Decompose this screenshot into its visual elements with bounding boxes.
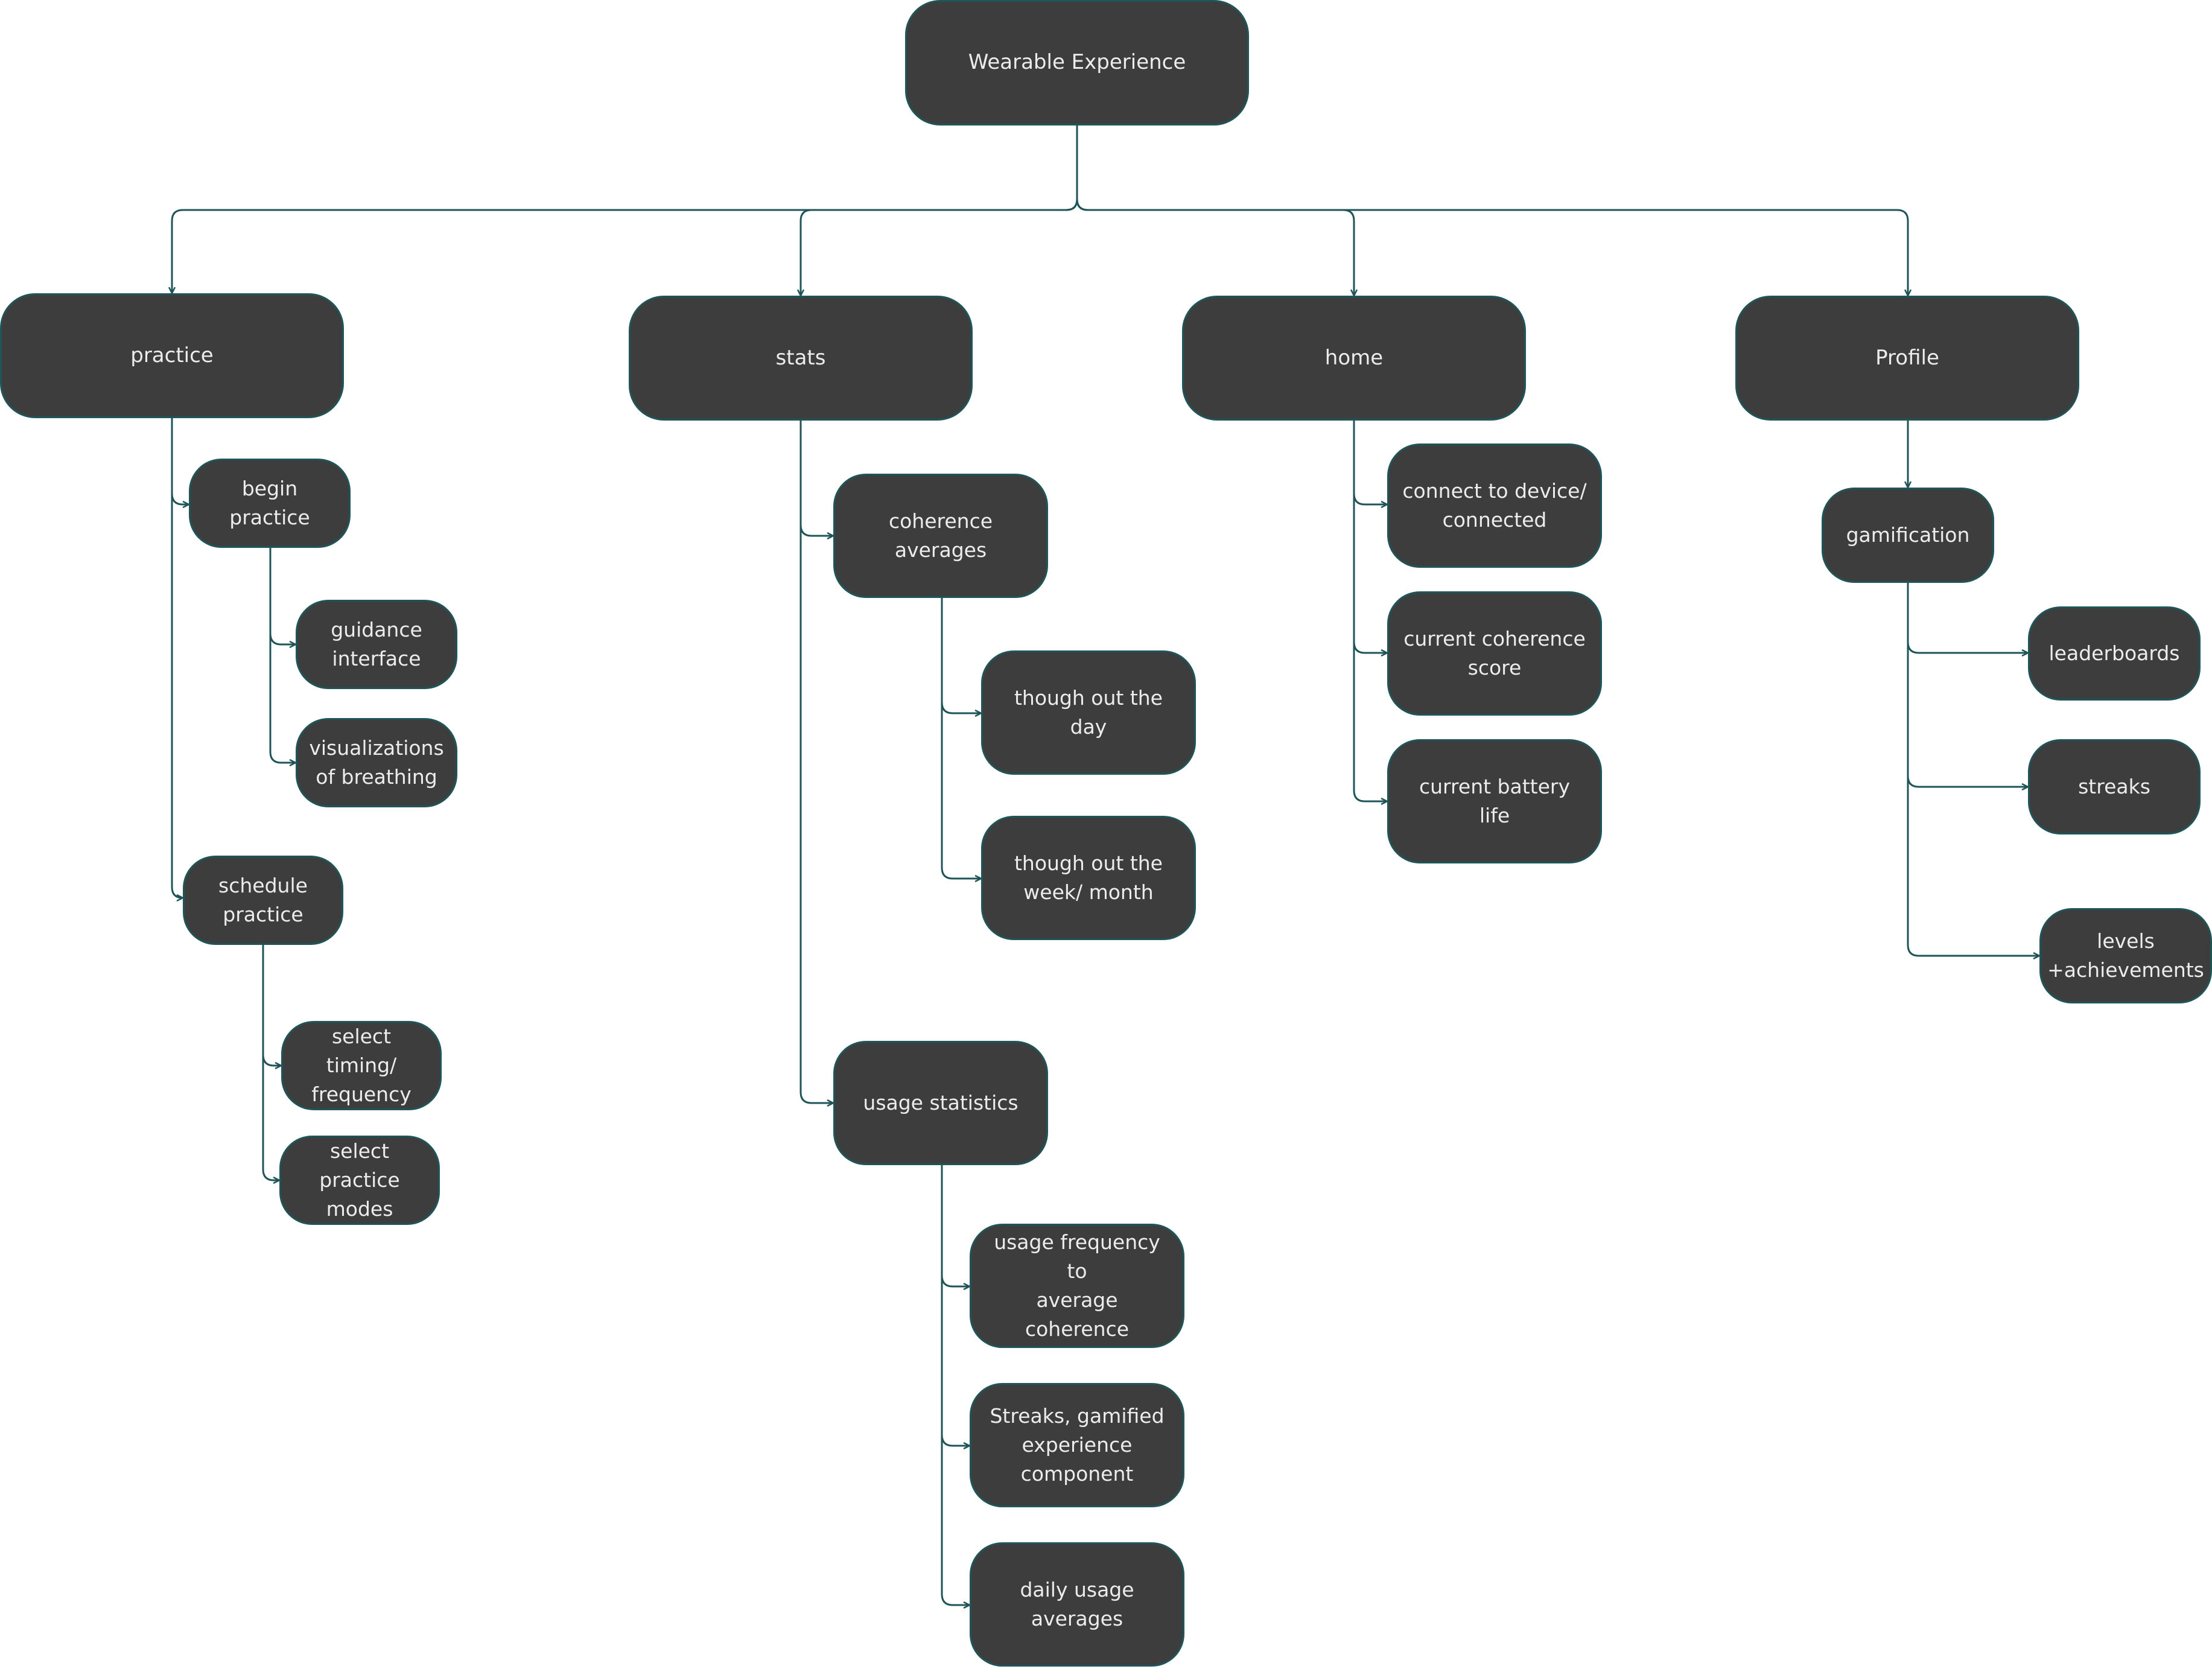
node-current-coherence-score: current coherence score <box>1387 591 1602 716</box>
connector-schedule-timing <box>262 945 281 1066</box>
node-usage-frequency: usage frequency to average coherence <box>970 1224 1184 1348</box>
node-usage-statistics: usage statistics <box>833 1041 1048 1165</box>
node-daily-usage-averages: daily usage averages <box>970 1542 1184 1667</box>
connector-root-profile <box>1076 199 1908 296</box>
node-select-practice-modes: select practice modes <box>279 1136 440 1225</box>
node-begin-practice: begin practice <box>189 459 351 548</box>
node-practice: practice <box>0 293 344 418</box>
connector-stats-usage <box>799 525 833 1103</box>
node-stats: stats <box>629 296 973 421</box>
node-schedule-practice: schedule practice <box>183 856 343 945</box>
connector-home-battery <box>1353 642 1387 801</box>
node-connect-to-device: connect to device/ connected <box>1387 443 1602 568</box>
node-wearable-experience: Wearable Experience <box>905 0 1249 126</box>
node-guidance-interface: guidance interface <box>296 600 457 689</box>
node-select-timing-frequency: select timing/ frequency <box>281 1021 442 1110</box>
connector-usage-frequency <box>941 1165 970 1286</box>
connector-schedule-modes <box>262 1055 279 1180</box>
connector-home-connect <box>1353 421 1387 504</box>
node-levels-achievements: levels +achievements <box>2039 908 2212 1003</box>
node-coherence-averages: coherence averages <box>833 474 1048 598</box>
connector-home-coherence <box>1353 494 1387 653</box>
connector-begin-visualizations <box>269 634 296 763</box>
node-through-week-month: though out the week/ month <box>981 816 1196 940</box>
node-gamification: gamification <box>1822 488 1994 583</box>
connector-practice-begin <box>171 418 189 504</box>
connector-coherence-day <box>941 598 981 713</box>
node-leaderboards: leaderboards <box>2028 606 2201 701</box>
node-current-battery-life: current battery life <box>1387 739 1602 863</box>
connector-root-home <box>1076 199 1354 296</box>
connector-stats-coherence <box>799 421 833 536</box>
connector-begin-guidance <box>269 548 296 644</box>
node-streaks-gamified: Streaks, gamified experience component <box>970 1383 1184 1507</box>
node-visualizations-of-breathing: visualizations of breathing <box>296 718 457 807</box>
connector-root-stats <box>801 199 1078 296</box>
node-profile: Profile <box>1735 296 2079 421</box>
node-through-the-day: though out the day <box>981 650 1196 775</box>
connector-gamification-leaderboards <box>1907 583 2028 653</box>
node-home: home <box>1182 296 1526 421</box>
connector-usage-daily <box>941 1435 970 1605</box>
connector-gamification-levels <box>1907 776 2039 956</box>
connector-usage-streaks <box>941 1276 970 1446</box>
connector-coherence-week <box>941 702 981 879</box>
connector-practice-schedule <box>171 494 183 898</box>
node-streaks: streaks <box>2028 739 2201 834</box>
connector-gamification-streaks <box>1907 642 2028 787</box>
